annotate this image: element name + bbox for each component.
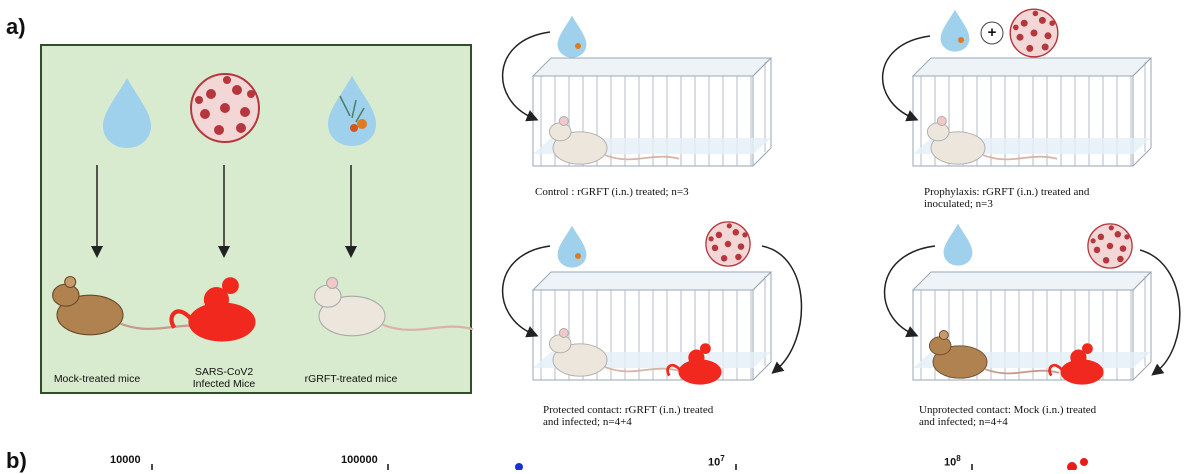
rgrft-drop-icon xyxy=(328,76,376,146)
legend-label-rgrft: rGRFT-treated mice xyxy=(304,373,398,385)
panel-b-tick-1: 10000 xyxy=(110,454,141,466)
cage2-drop-icon xyxy=(940,9,970,52)
plus-sign: + xyxy=(987,24,997,41)
cage3-virus-icon xyxy=(705,221,751,267)
plus-circle xyxy=(980,21,1004,45)
caption-control: Control : rGRFT (i.n.) treated; n=3 xyxy=(535,186,689,198)
caption-prophylaxis: Prophylaxis: rGRFT (i.n.) treated and in… xyxy=(924,186,1090,210)
cage1-arrow xyxy=(501,31,551,122)
caption-unprotected: Unprotected contact: Mock (i.n.) treated… xyxy=(919,404,1097,428)
cage3-arrow-right xyxy=(761,245,803,374)
cage4-virus-icon xyxy=(1087,223,1133,269)
panel-b-tick-3: 107 xyxy=(708,454,725,469)
virus-icon xyxy=(190,73,260,143)
cage2-arrow xyxy=(881,35,931,122)
panel-b-tick-2: 100000 xyxy=(341,454,378,466)
cage2-virus-icon xyxy=(1009,8,1059,58)
cage4-arrow-left xyxy=(883,245,936,338)
panel-b-tick-4: 108 xyxy=(944,454,961,469)
red-mouse-icon xyxy=(172,277,256,341)
panel-b-marks xyxy=(151,458,1088,470)
legend-label-infected: SARS-CoV2 Infected Mice xyxy=(192,366,256,390)
mock-drop-icon xyxy=(103,78,151,148)
brown-mouse-icon xyxy=(51,275,213,336)
panel-b-label: b) xyxy=(6,448,27,473)
legend-label-mock: Mock-treated mice xyxy=(53,373,141,385)
cage3-arrow-left xyxy=(501,245,551,338)
cage1-drop-icon xyxy=(557,15,587,58)
panel-a-label: a) xyxy=(6,14,26,39)
cage4-arrow-right xyxy=(1139,249,1181,376)
cage3-drop-icon xyxy=(557,225,587,268)
cage4-drop-icon xyxy=(943,223,973,266)
caption-protected: Protected contact: rGRFT (i.n.) treated … xyxy=(543,404,714,428)
white-mouse-icon xyxy=(313,276,475,337)
